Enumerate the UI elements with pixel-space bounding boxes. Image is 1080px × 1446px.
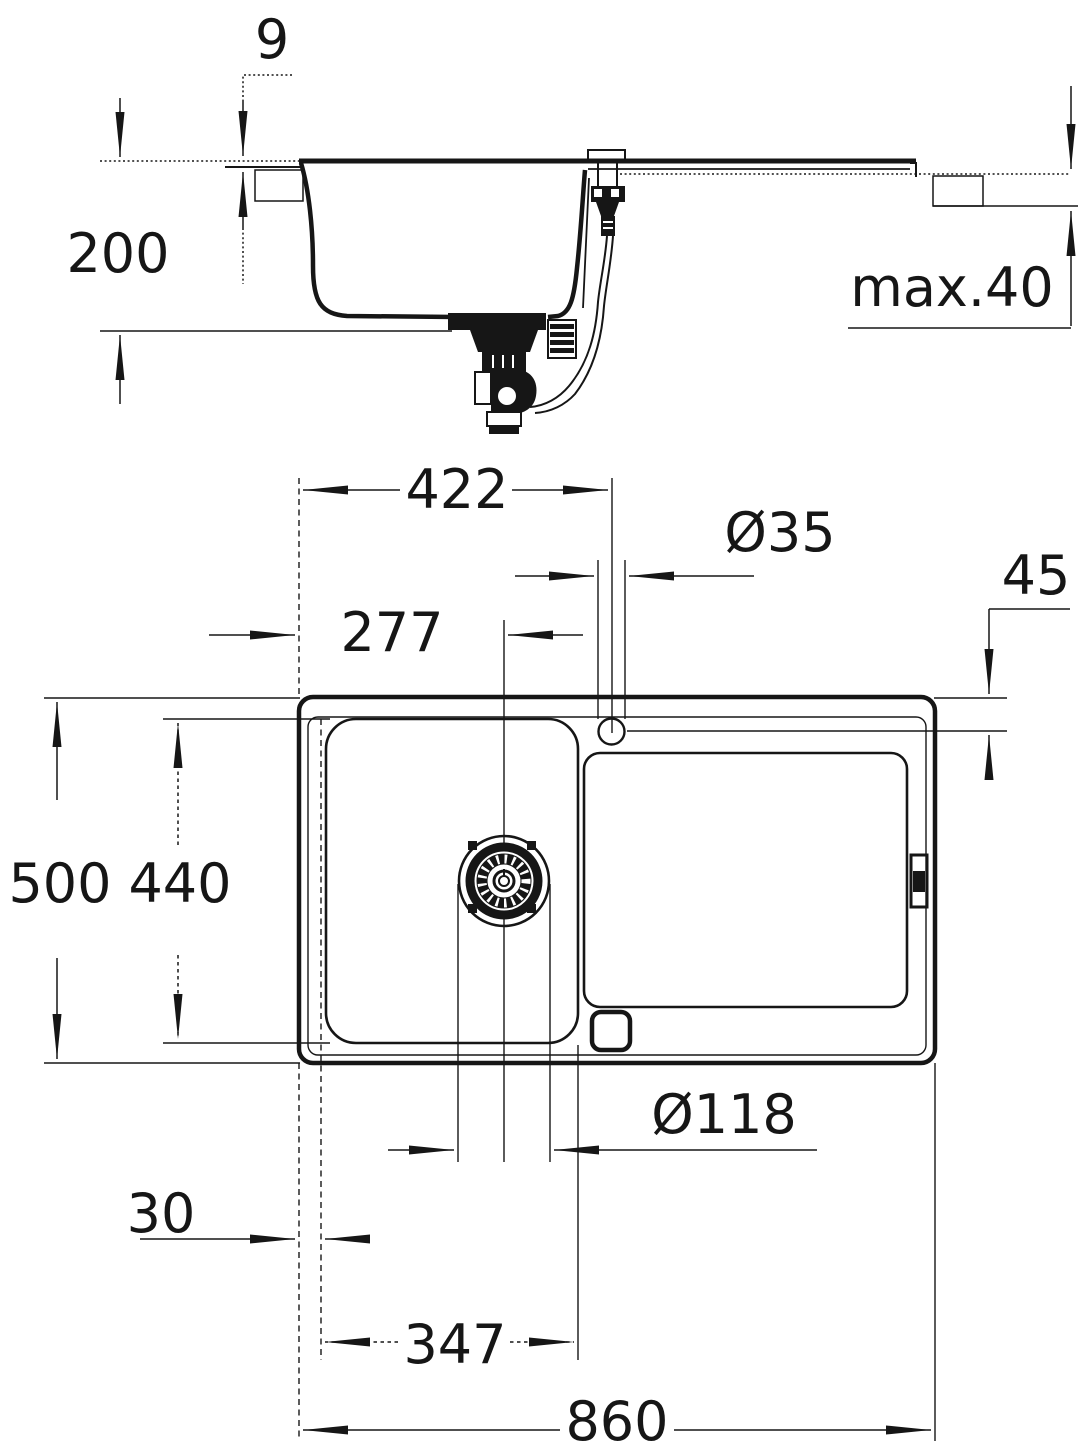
- strainer-lug: [468, 904, 477, 913]
- overflow-assembly-section: [529, 149, 626, 414]
- flexible-hose-outer: [529, 235, 608, 408]
- trap-highlight: [498, 387, 516, 405]
- tap-hole: [597, 717, 626, 746]
- dim-label-counter-max40: max.40: [850, 256, 1054, 319]
- strainer-mid-ring: [465, 842, 543, 920]
- bowl-outline: [324, 717, 580, 1045]
- dim-9-extension: [242, 74, 292, 100]
- bowl-left-wall-profile: [298, 162, 457, 320]
- dimension-rim-9: 9: [238, 8, 292, 284]
- dimension-offset-30: 30: [127, 1182, 370, 1245]
- overflow-hole: [589, 1009, 633, 1053]
- connector-taper: [596, 202, 619, 216]
- coupling-rib: [550, 324, 574, 329]
- plan-view: 422 Ø35 45 277 500: [8, 458, 1070, 1446]
- hose-connector: [601, 216, 615, 236]
- trap-side-box: [474, 371, 492, 405]
- dimension-bowl-347: 347: [325, 1313, 574, 1376]
- nut-wing: [611, 189, 619, 197]
- dim-label-rim-9: 9: [255, 8, 289, 71]
- bowl-right-wall-profile: [547, 169, 588, 320]
- dimension-tap-422: 422: [303, 458, 608, 521]
- drain-assembly-section: [448, 313, 577, 434]
- counter-right-hatch: [932, 175, 984, 207]
- dim-label-depth-200: 200: [66, 222, 169, 285]
- dimension-drain-277: 277: [209, 601, 583, 664]
- dim-label-offset-30: 30: [127, 1182, 196, 1245]
- dimension-overall-500: 500: [8, 702, 112, 1059]
- drain-flange: [448, 313, 546, 330]
- flexible-hose-inner: [534, 235, 614, 414]
- dim-label-drain-277: 277: [340, 601, 443, 664]
- edge-marker-outline: [909, 853, 929, 909]
- side-section-view: 9 200 max.40: [66, 8, 1078, 434]
- dimension-tap-hole-dia35: Ø35: [515, 501, 836, 581]
- counter-left-hatch: [254, 169, 304, 202]
- drainboard-outline: [582, 751, 909, 1009]
- dim-label-bowl-440: 440: [128, 852, 231, 915]
- coupling-rib: [550, 332, 574, 337]
- dimension-bowl-440: 440: [128, 723, 232, 1039]
- sink-outer-edge: [296, 694, 938, 1066]
- strainer-knurl-ticks: [477, 854, 531, 908]
- sink-rim-inner-edge: [307, 716, 927, 1056]
- strainer-lug: [468, 841, 477, 850]
- dim-label-overall-860: 860: [565, 1390, 668, 1446]
- strainer-outer-ring: [457, 834, 551, 928]
- drain-taper: [470, 330, 538, 352]
- overflow-channel-line: [582, 177, 590, 309]
- coupling-rib: [550, 348, 574, 353]
- trap-foot: [489, 426, 519, 434]
- dimension-tap-45: 45: [984, 544, 1071, 780]
- tap-hole-boss: [587, 149, 626, 162]
- dimension-counter-max40: max.40: [848, 86, 1076, 329]
- dim-label-tap-hole-dia35: Ø35: [724, 501, 835, 564]
- trap-lower-box: [486, 411, 522, 427]
- edge-marker-band: [913, 871, 925, 892]
- nut-wing: [594, 189, 602, 197]
- dimension-drain-dia118: Ø118: [388, 1083, 817, 1155]
- dimension-depth-200: 200: [66, 98, 170, 404]
- rim-right-edge-step: [910, 162, 917, 177]
- dim-label-overall-500: 500: [8, 852, 111, 915]
- drain-strainer: [457, 834, 551, 928]
- dim-label-bowl-347: 347: [403, 1313, 506, 1376]
- strainer-lug: [527, 904, 536, 913]
- dim-label-drain-dia118: Ø118: [651, 1083, 797, 1146]
- strainer-power-circle: [498, 875, 510, 887]
- coupling-rib: [550, 340, 574, 345]
- dim-label-tap-45: 45: [1002, 544, 1071, 607]
- dimension-overall-860: 860: [303, 1390, 931, 1446]
- strainer-lug: [527, 841, 536, 850]
- dim-label-tap-422: 422: [405, 458, 508, 521]
